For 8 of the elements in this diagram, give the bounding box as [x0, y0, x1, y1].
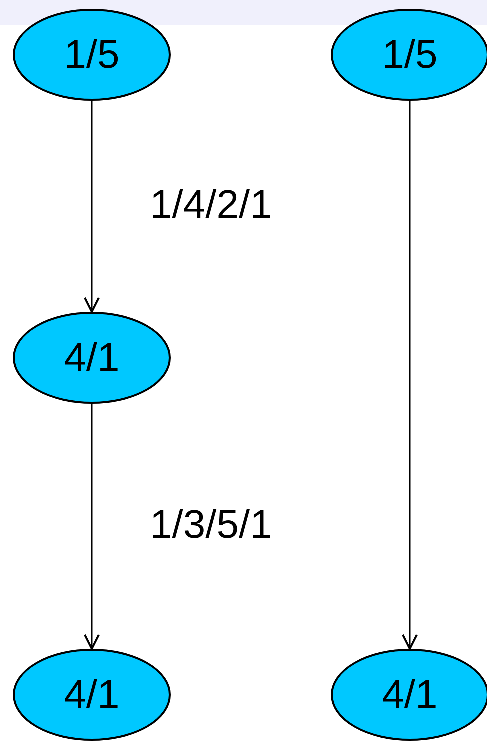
node-label: 1/5 — [63, 35, 121, 75]
arrow — [402, 101, 418, 650]
node-label: 4/1 — [381, 675, 439, 715]
arrow — [84, 404, 100, 650]
node-label: 4/1 — [63, 675, 121, 715]
arrow — [84, 101, 100, 313]
node-label: 1/5 — [381, 35, 439, 75]
node-label: 4/1 — [63, 338, 121, 378]
